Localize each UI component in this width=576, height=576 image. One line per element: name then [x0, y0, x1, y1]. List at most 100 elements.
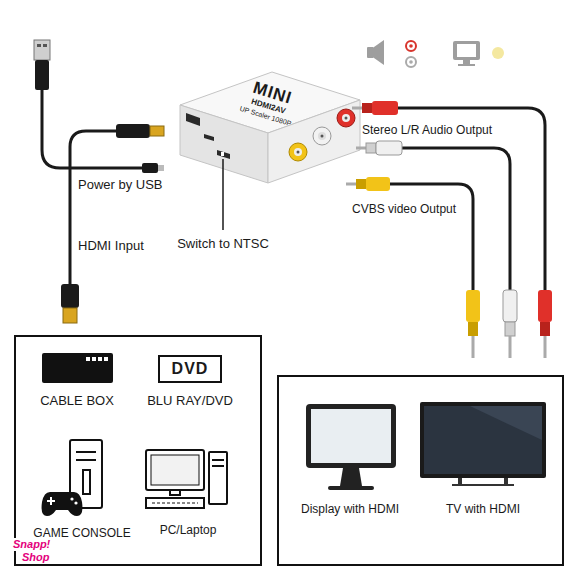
- rca-audio-icon: [409, 44, 413, 48]
- pc-icon: [209, 452, 227, 504]
- device-caption: PC/Laptop: [160, 523, 217, 537]
- cable-box-icon: [92, 357, 96, 361]
- port-label: CVBS video Output: [352, 202, 456, 216]
- speaker-icon: [367, 40, 384, 65]
- rca-plugs: [509, 336, 512, 358]
- converter-ports: [217, 150, 230, 159]
- converter-ports: [204, 134, 214, 141]
- rca-audio-icon: [406, 41, 416, 67]
- rca-plugs: [540, 322, 550, 336]
- speaker-icon: [367, 47, 374, 58]
- gamepad-icon: [70, 497, 73, 500]
- device-caption: Display with HDMI: [301, 502, 399, 516]
- rca-jacks: [294, 148, 302, 156]
- usb-cable: [35, 60, 49, 90]
- cable-box-item: CABLE BOX: [36, 350, 118, 408]
- tv-icon: [424, 406, 542, 474]
- pc-icon: [152, 503, 198, 504]
- display-icon: [340, 468, 362, 486]
- usb-cable: [142, 163, 158, 173]
- rca-jacks: [342, 114, 350, 122]
- gamepad-icon: [74, 501, 77, 504]
- game-console-item: GAME CONSOLE: [29, 436, 134, 540]
- rca-audio-icon: [406, 41, 416, 51]
- display-icon: [306, 404, 396, 490]
- tv-icon: [470, 406, 542, 440]
- speaker-icon: [374, 40, 384, 65]
- tv-icon: [420, 402, 546, 486]
- usb-cable: [43, 44, 47, 47]
- usb-cable: [34, 40, 50, 60]
- cable-box-icon: [86, 357, 90, 361]
- rca-plugs: [362, 103, 372, 113]
- cable-label: Power by USB: [78, 177, 163, 192]
- monitor-icon: [463, 60, 470, 64]
- tv-icon: [458, 478, 462, 484]
- rca-plugs: [376, 141, 402, 155]
- port-label: Stereo L/R Audio Output: [362, 123, 492, 137]
- device-caption: TV with HDMI: [446, 502, 520, 516]
- hdmi-cable: [63, 308, 77, 323]
- converter-ports: [221, 152, 224, 156]
- source-panel: CABLE BOXDVDBLU RAY/DVDGAME CONSOLEPC/La…: [14, 335, 262, 566]
- usb-cable: [34, 40, 164, 173]
- rca-plugs: [366, 177, 390, 191]
- rca-plugs: [352, 107, 362, 110]
- console-tower-icon: [83, 470, 90, 494]
- tv-item: TV with HDMI: [423, 398, 543, 516]
- pc-item: PC/Laptop: [148, 445, 228, 537]
- rca-jacks: [337, 109, 355, 127]
- cable-box-icon: [42, 353, 113, 383]
- gamepad-icon: [42, 492, 83, 516]
- device-caption: CABLE BOX: [40, 394, 114, 408]
- rca-plugs: [503, 290, 517, 322]
- hdmi-cable: [116, 124, 150, 138]
- switch-label: Switch to NTSC: [177, 236, 269, 251]
- cable-box-icon: [98, 357, 102, 361]
- pc-icon: [212, 459, 224, 461]
- rca-audio-icon: [409, 60, 413, 64]
- video-dot-icon: [492, 47, 504, 59]
- usb-cable: [158, 165, 164, 171]
- display-panel: Display with HDMI TV with HDMI: [277, 375, 564, 566]
- display-item: Display with HDMI: [297, 400, 403, 516]
- rca-jacks: [289, 143, 307, 161]
- rca-plugs: [356, 179, 366, 189]
- display-icon: [311, 409, 391, 463]
- rca-jacks: [318, 132, 326, 140]
- hdmi-cable: [61, 284, 79, 308]
- hdmi-cable: [61, 124, 164, 323]
- monitor-icon: [458, 64, 475, 66]
- hdmi-cable: [150, 126, 164, 136]
- monitor-icon: [457, 44, 476, 57]
- pc-icon: [146, 450, 204, 490]
- display-icon: [328, 486, 374, 490]
- rca-plugs: [538, 290, 552, 322]
- gamepad-icon: [42, 492, 83, 516]
- converter-ports: [186, 113, 200, 126]
- usb-cable: [37, 44, 41, 47]
- rca-cables: [402, 148, 510, 290]
- rca-plugs: [346, 101, 552, 358]
- tv-icon: [420, 402, 546, 478]
- video-dot-icon: [492, 47, 504, 59]
- monitor-icon: [453, 41, 480, 60]
- rca-plugs: [466, 290, 480, 322]
- watermark: Snapp!: [12, 538, 51, 551]
- rca-jacks: [345, 117, 348, 120]
- rca-audio-icon: [406, 57, 416, 67]
- cable-box-icon: [104, 357, 108, 361]
- rca-plugs: [505, 322, 515, 336]
- converter-housing: [180, 72, 360, 183]
- rca-plugs: [366, 143, 376, 153]
- converter-ports: [186, 113, 230, 159]
- rca-jacks: [297, 151, 300, 154]
- cable-label: HDMI Input: [78, 238, 144, 253]
- pc-icon: [146, 450, 227, 508]
- rca-plugs: [468, 322, 478, 336]
- rca-jacks: [313, 127, 331, 145]
- rca-plugs: [356, 147, 366, 150]
- tv-icon: [504, 478, 508, 484]
- cable-box-icon: [42, 353, 113, 383]
